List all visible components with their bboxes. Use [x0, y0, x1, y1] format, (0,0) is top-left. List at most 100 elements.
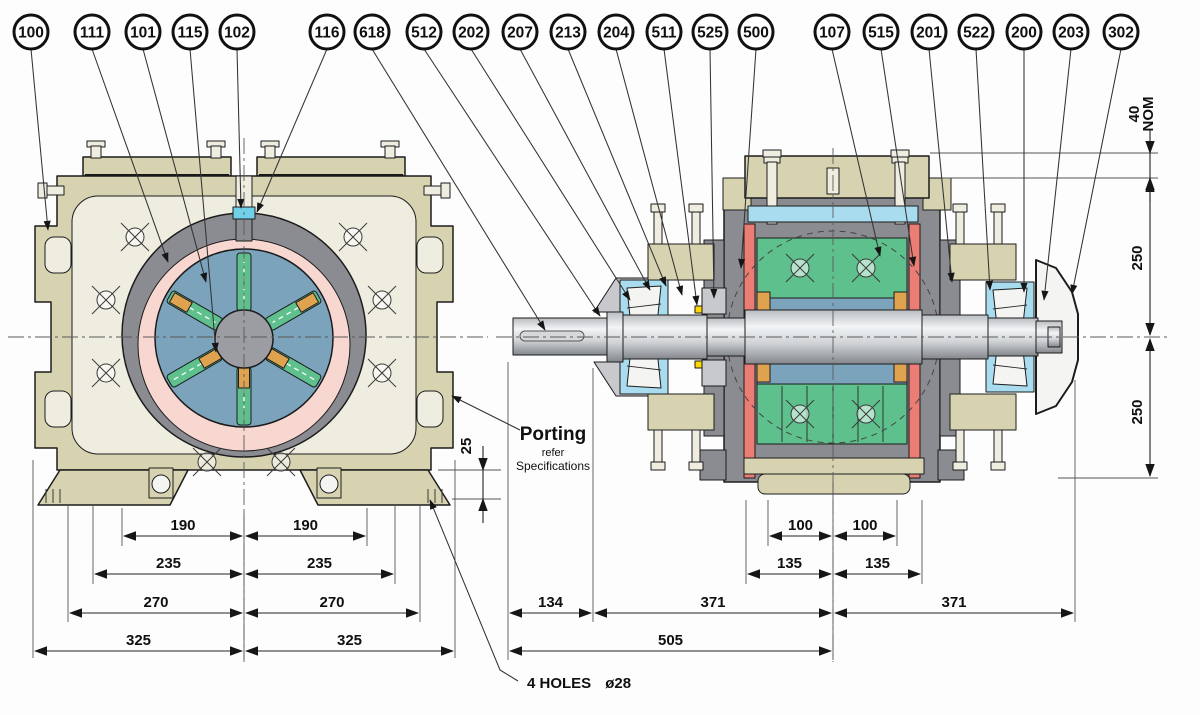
balloon-number: 115 [177, 25, 202, 42]
callout-balloon-201: 201 [910, 13, 948, 51]
balloon-circle [737, 13, 775, 51]
bolt-cross [266, 447, 296, 477]
callout-balloon-512: 512 [405, 13, 443, 51]
callout-balloon-203: 203 [1052, 13, 1090, 51]
leader-line-618 [371, 48, 546, 331]
callout-balloon-207: 207 [501, 13, 539, 51]
balloon-circle [1005, 13, 1043, 51]
leader-line-100 [30, 48, 51, 231]
casing-foot-left [699, 449, 727, 481]
seal-ring [694, 360, 703, 369]
balloon-circle [862, 13, 900, 51]
bolt-cross [91, 358, 121, 388]
callout-balloon-202: 202 [452, 13, 490, 51]
side-bolt-right [423, 182, 451, 199]
dimension-value: 325 [337, 632, 362, 649]
dimension: 25 [458, 438, 488, 523]
dimension: 270 [244, 594, 420, 618]
bolt-cross [785, 399, 815, 429]
porting-title: Porting [520, 424, 587, 445]
callout-balloon-213: 213 [549, 13, 587, 51]
dimension-value: 235 [307, 555, 332, 572]
balloon-number: 102 [224, 25, 250, 42]
balloon-number: 200 [1011, 25, 1037, 42]
base-shoe [757, 473, 911, 495]
balloon-circle [218, 13, 256, 51]
dimension: 235 [244, 555, 395, 579]
dimension: 250 [1129, 337, 1155, 478]
dimension-unit: NOM [1140, 97, 1157, 132]
dimension-value: 25 [458, 438, 475, 455]
balloon-circle [1102, 13, 1140, 51]
bolt-cross [338, 222, 368, 252]
dimension: 190 [122, 517, 244, 541]
bolt-cross [192, 447, 222, 477]
leader-line-522 [975, 48, 994, 291]
balloon-number: 515 [868, 25, 894, 42]
flange-notch [416, 390, 444, 428]
balloon-number: 100 [18, 25, 44, 42]
dimension-value: 270 [143, 594, 168, 611]
dimension: 270 [68, 594, 244, 618]
vane [265, 347, 322, 388]
dimension-value: 235 [156, 555, 181, 572]
rotor-body-bottom [756, 383, 908, 445]
callout-balloon-302: 302 [1102, 13, 1140, 51]
callout-balloon-500: 500 [737, 13, 775, 51]
vane-centerline [173, 297, 216, 324]
leader-lines [30, 48, 1122, 682]
balloon-circle [813, 13, 851, 51]
balloon-number: 213 [555, 25, 581, 42]
dimension: 371 [833, 594, 1075, 618]
dimension-value: 100 [852, 517, 877, 534]
balloon-circle [910, 13, 948, 51]
bolt-cross [851, 399, 881, 429]
dimension-value: 135 [865, 555, 890, 572]
balloon-circle [124, 13, 162, 51]
bolt-cross [91, 285, 121, 315]
dimension: 325 [33, 632, 244, 656]
balloon-number: 525 [697, 25, 723, 42]
leader-line-204 [615, 48, 684, 296]
bolt-cross [120, 222, 150, 252]
balloon-number: 207 [507, 25, 533, 42]
callout-balloon-116: 116 [308, 13, 346, 51]
leader-line-302 [1070, 48, 1122, 295]
callout-balloon-511: 511 [645, 13, 683, 51]
balloon-number: 500 [743, 25, 769, 42]
cover-plate-left [82, 156, 232, 177]
balloon-circle [308, 13, 346, 51]
dimension: 250 [1129, 178, 1155, 337]
leader-line-201 [928, 48, 955, 283]
dimension: 134 [508, 594, 593, 618]
balloon-circle [405, 13, 443, 51]
dimension-value: 270 [319, 594, 344, 611]
callout-balloon-515: 515 [862, 13, 900, 51]
flange-notch [44, 390, 72, 428]
balloon-circle [353, 13, 391, 51]
foot-boss [148, 467, 342, 499]
balloon-circle [501, 13, 539, 51]
callout-balloon-522: 522 [957, 13, 995, 51]
callout-balloon-204: 204 [597, 13, 635, 51]
bolt-cross [785, 253, 815, 283]
balloon-circle [645, 13, 683, 51]
balloon-number: 203 [1058, 25, 1084, 42]
leader-line-525 [709, 48, 718, 299]
balloon-number: 111 [80, 25, 105, 42]
balloon-number: 101 [130, 25, 156, 42]
bolt-cross [851, 253, 881, 283]
vane-centerline [272, 297, 315, 324]
bolt-cross-symbols [785, 253, 881, 429]
extension-lines [32, 152, 1158, 660]
balloon-circle [12, 13, 50, 51]
dimension-value: 134 [538, 594, 564, 611]
dimension-value: 371 [941, 594, 966, 611]
balloon-circle [452, 13, 490, 51]
